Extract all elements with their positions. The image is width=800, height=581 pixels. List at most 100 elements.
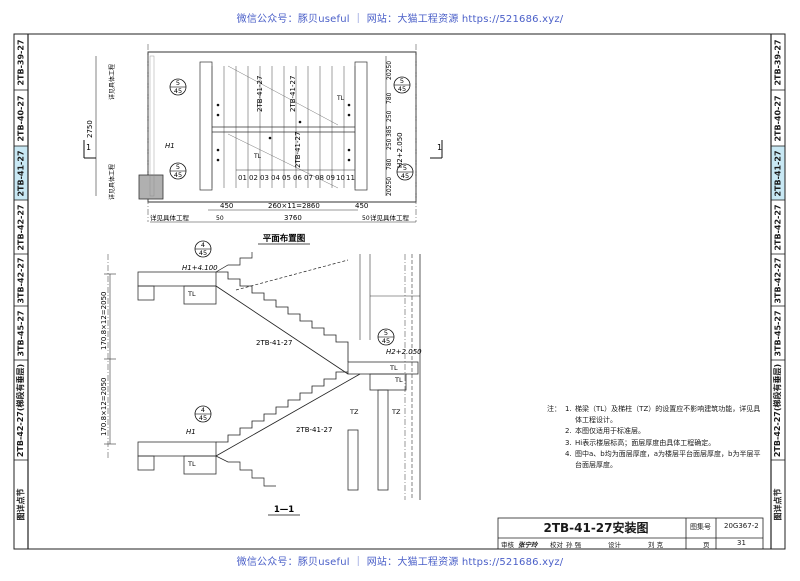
svg-text:45: 45 bbox=[199, 414, 207, 422]
plan-elev-h1: H1 bbox=[165, 142, 175, 150]
note-2-text: 本图仅适用于标准层。 bbox=[575, 427, 645, 436]
plan-section-label-right: 1 bbox=[437, 143, 442, 152]
svg-text:45: 45 bbox=[382, 337, 390, 345]
plan-dim-v7: 20250 bbox=[386, 177, 393, 196]
tab-dividers bbox=[14, 89, 785, 461]
plan-callout-right-top: 5 45 bbox=[393, 76, 411, 94]
plan-callout-bottom: 5 45 bbox=[169, 162, 187, 180]
plan-step-7: 07 bbox=[304, 174, 313, 182]
watermark-bottom: 微信公众号：豚贝useful ｜ 网站：大猫工程资源 https://52168… bbox=[236, 557, 564, 568]
plan-ref-bottom-right: 详见具体工程 bbox=[370, 213, 410, 222]
plan-column-left bbox=[138, 174, 164, 200]
svg-text:5: 5 bbox=[176, 163, 180, 171]
svg-text:45: 45 bbox=[199, 249, 207, 257]
plan-step-9: 09 bbox=[326, 174, 335, 182]
note-4-num: 4. bbox=[565, 449, 572, 458]
title-block-frame bbox=[497, 517, 764, 550]
plan-flight-label-upper-2: 2TB-41-27 bbox=[289, 76, 297, 112]
plan-ref-top: 详见具体工程 bbox=[108, 64, 116, 100]
plan-dim-height: 2750 bbox=[86, 120, 94, 138]
svg-text:45: 45 bbox=[174, 171, 182, 179]
svg-text:5: 5 bbox=[400, 77, 404, 85]
plan-step-5: 05 bbox=[282, 174, 291, 182]
title-block: 2TB-41-27安装图 图集号 20G367-2 审核 张宁玲 校对 孙 强 … bbox=[498, 518, 763, 549]
plan-ref-left: 详见具体工程 bbox=[108, 164, 116, 200]
plan-tl-label: TL bbox=[336, 95, 345, 102]
plan-flight-label-lower: 2TB-41-27 bbox=[294, 132, 302, 168]
note-3-num: 3. bbox=[565, 438, 572, 447]
plan-title: 平面布置图 bbox=[263, 233, 306, 244]
svg-text:4: 4 bbox=[201, 406, 205, 414]
note-2-num: 2. bbox=[565, 427, 572, 436]
section-tz-right: TZ bbox=[391, 408, 401, 416]
plan-dim-v3: 250 bbox=[386, 110, 393, 122]
plan-dim-v4: 385 bbox=[386, 125, 393, 137]
review-label: 审核 bbox=[501, 541, 514, 549]
section-view: 170.8×12=2050 170.8×12=2050 2TB-41-27 2T… bbox=[100, 240, 422, 516]
plan-dim-total: 3760 bbox=[284, 214, 302, 222]
section-flight-lower-dim: 170.8×12=2050 bbox=[100, 378, 108, 437]
svg-text:4: 4 bbox=[201, 241, 205, 249]
plan-dim-v2: 780 bbox=[386, 92, 393, 104]
section-elev-bot: H1 bbox=[186, 428, 196, 436]
svg-text:45: 45 bbox=[398, 85, 406, 93]
plan-elev-h2: H2+2.050 bbox=[396, 132, 404, 168]
svg-text:5: 5 bbox=[384, 329, 388, 337]
design-name: 刘 克 bbox=[648, 541, 664, 549]
section-flight-label-lower: 2TB-41-27 bbox=[296, 426, 332, 434]
atlas-number-label: 图集号 bbox=[690, 523, 711, 531]
svg-text:5: 5 bbox=[176, 79, 180, 87]
page-number: 31 bbox=[737, 539, 746, 547]
section-tl-bottom: TL bbox=[187, 460, 196, 468]
plan-dim-v6: 780 bbox=[386, 158, 393, 170]
plan-dim-steps: 260×11=2860 bbox=[268, 202, 320, 210]
plan-section-marker-right bbox=[430, 140, 443, 159]
notes-heading: 注： bbox=[547, 405, 561, 413]
section-title: 1—1 bbox=[274, 505, 294, 515]
plan-dim-small-right: 50 bbox=[362, 215, 370, 222]
plan-view: 01 02 03 04 05 06 07 08 09 10 11 2TB-41-… bbox=[83, 44, 443, 245]
design-label: 设计 bbox=[608, 541, 621, 549]
notes-section: 注： 1. 梯梁（TL）及梯柱（TZ）的设置应不影响建筑功能，详见具体工程设计。… bbox=[547, 404, 762, 471]
plan-step-10: 10 bbox=[336, 174, 345, 182]
plan-dim-v5: 250 bbox=[386, 138, 393, 150]
section-callout-top: 4 45 bbox=[194, 240, 212, 258]
svg-text:45: 45 bbox=[401, 172, 409, 180]
section-flight-label-upper: 2TB-41-27 bbox=[256, 339, 292, 347]
check-label: 校对 bbox=[550, 541, 563, 549]
note-1-num: 1. bbox=[565, 405, 572, 413]
plan-step-11: 11 bbox=[346, 174, 355, 182]
plan-callout-top: 5 45 bbox=[169, 78, 187, 96]
plan-step-3: 03 bbox=[260, 174, 269, 182]
section-elev-mid: H2+2.050 bbox=[386, 348, 422, 356]
check-name: 孙 强 bbox=[566, 541, 582, 549]
plan-dim-right: 450 bbox=[355, 202, 368, 210]
note-4-text: 图中a、b均为面层厚度，a为楼层平台面层厚度，b为半层平台面层厚度。 bbox=[575, 449, 761, 470]
section-callout-mid: 5 45 bbox=[377, 328, 395, 346]
side-tab-left-3[interactable]: 2TB-41-27 bbox=[14, 146, 28, 200]
plan-step-8: 08 bbox=[315, 174, 324, 182]
section-callout-bottom: 4 45 bbox=[194, 405, 212, 423]
section-tl-top: TL bbox=[187, 290, 196, 298]
plan-flight-label-upper: 2TB-41-27 bbox=[256, 76, 264, 112]
outer-frame bbox=[13, 33, 786, 550]
review-name: 张宁玲 bbox=[518, 541, 538, 549]
section-flight-upper-dim: 170.8×12=2050 bbox=[100, 292, 108, 351]
plan-step-2: 02 bbox=[249, 174, 258, 182]
plan-callout-right-bottom: 5 45 bbox=[396, 163, 414, 181]
section-tl-mid-2: TL bbox=[394, 376, 403, 384]
plan-step-1: 01 bbox=[238, 174, 247, 182]
plan-dim-small-left: 50 bbox=[216, 215, 224, 222]
section-tl-mid: TL bbox=[389, 364, 398, 372]
plan-step-4: 04 bbox=[271, 174, 280, 182]
plan-tl-label-2: TL bbox=[253, 153, 262, 160]
section-elev-top: H1+4.100 bbox=[182, 264, 218, 272]
side-tab-right-3[interactable]: 2TB-41-27 bbox=[771, 146, 785, 200]
plan-ref-bottom-left: 详见具体工程 bbox=[150, 213, 190, 222]
plan-dim-v1: 20250 bbox=[386, 61, 393, 80]
plan-section-marker-left bbox=[83, 140, 96, 159]
plan-dim-left: 450 bbox=[220, 202, 233, 210]
svg-text:45: 45 bbox=[174, 87, 182, 95]
note-3-text: Hi表示楼层标高；面层厚度由具体工程确定。 bbox=[575, 438, 716, 447]
